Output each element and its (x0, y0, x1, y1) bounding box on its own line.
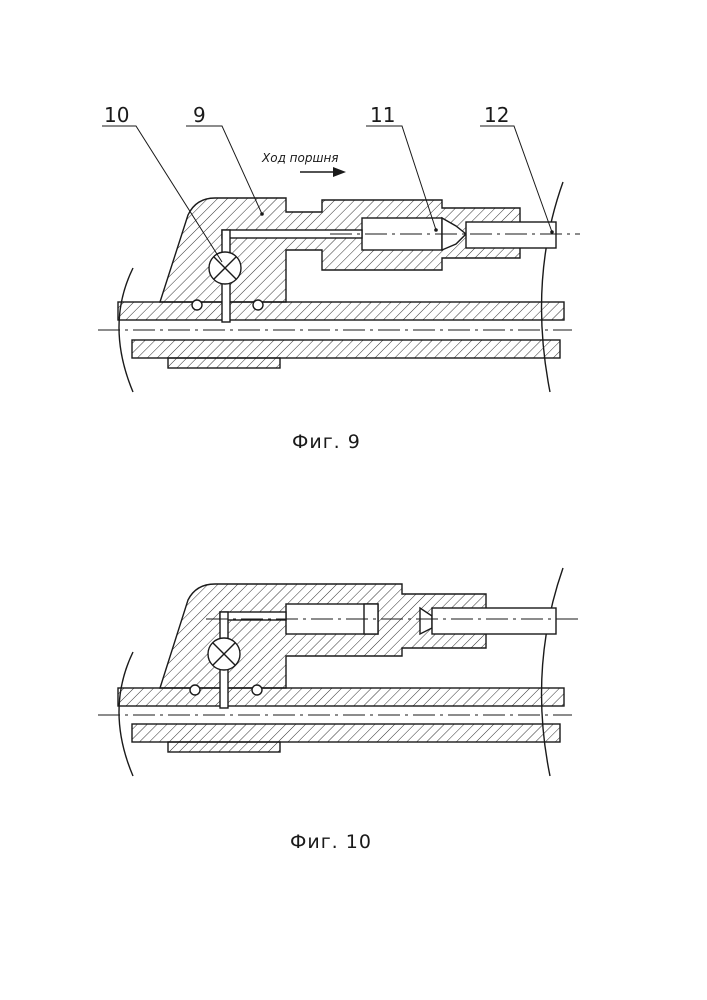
fig10-seal-ring-left (190, 685, 200, 695)
fig9-label-11: 11 (370, 103, 395, 127)
fig9-leader-dot-12 (550, 230, 554, 234)
fig9-label-9: 9 (193, 103, 206, 127)
fig10-housing (160, 584, 486, 688)
fig9-leader-dot-9 (260, 212, 264, 216)
fig10-seal-ring-right (252, 685, 262, 695)
fig10-lower-clamp (168, 742, 280, 752)
fig9-caption: Фиг. 9 (292, 431, 361, 453)
fig10-tube-lower-wall (132, 724, 560, 742)
fig10-right-break-line (542, 568, 563, 776)
figure-9: 10 9 11 12 Ход поршня Фиг. 9 (98, 103, 580, 453)
fig10-caption: Фиг. 10 (290, 831, 372, 853)
fig10-rod (432, 608, 556, 634)
fig9-label-10: 10 (104, 103, 129, 127)
fig9-seal-ring-right (253, 300, 263, 310)
fig9-label-12: 12 (484, 103, 509, 127)
fig10-tube-upper-wall (118, 688, 564, 706)
figure-10: Фиг. 10 (98, 568, 580, 853)
fig9-stroke-note: Ход поршня (261, 151, 339, 165)
fig9-tube-lower-wall (132, 340, 560, 358)
fig9-rod-12 (466, 222, 556, 248)
fig9-leader-dot-11 (434, 228, 438, 232)
fig9-lower-clamp (168, 358, 280, 368)
fig9-right-break-line (542, 182, 563, 392)
fig9-stroke-arrow-head (333, 167, 346, 177)
fig9-seal-ring-left (192, 300, 202, 310)
fig10-left-break-line (119, 652, 133, 776)
fig9-tube-upper-wall (118, 302, 564, 320)
